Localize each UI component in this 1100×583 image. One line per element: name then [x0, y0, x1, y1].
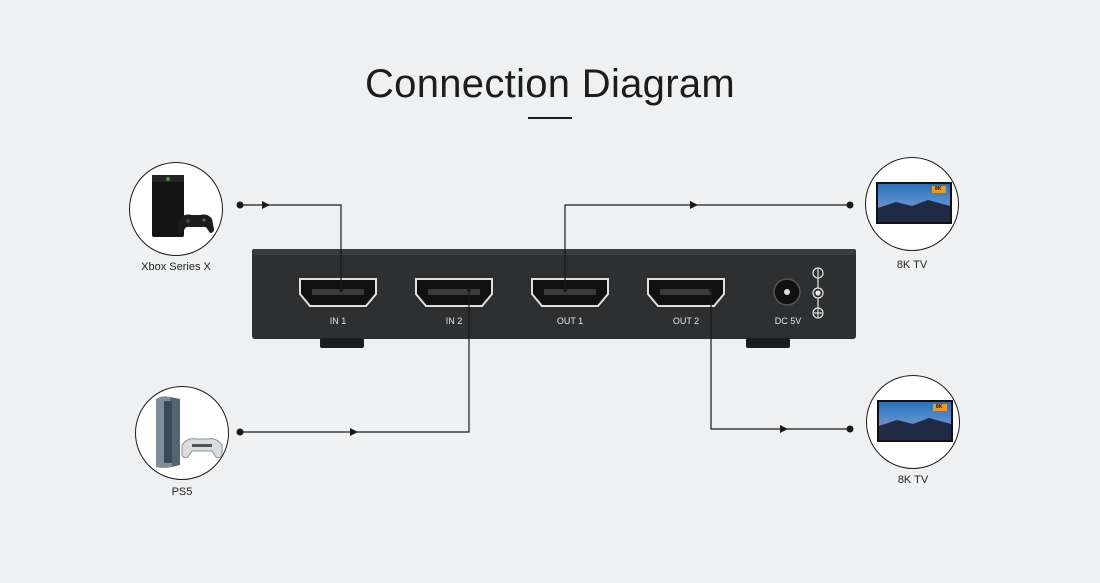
tv1-device-circle — [865, 157, 959, 251]
tv-icon — [877, 400, 953, 442]
tv-icon — [876, 182, 952, 224]
tv2-8k-badge: 8K — [936, 404, 943, 410]
port-label-in1: IN 1 — [329, 316, 347, 326]
xbox-label: Xbox Series X — [141, 261, 211, 273]
line-xbox-to-in1 — [240, 204, 342, 290]
polarity-symbol — [812, 267, 824, 319]
arrow-right-icon — [780, 425, 788, 433]
arrow-right-icon — [350, 428, 358, 436]
port-label-in2: IN 2 — [445, 316, 463, 326]
ps5-label: PS5 — [171, 486, 193, 498]
line-out1-to-tv1 — [564, 204, 850, 290]
arrowheads — [262, 201, 788, 436]
page-title: Connection Diagram — [364, 62, 736, 106]
xbox-device-circle — [129, 162, 223, 256]
hdmi-port-in1 — [299, 278, 377, 307]
hdmi-port-in2 — [415, 278, 493, 307]
line-ps5-to-in2 — [240, 290, 470, 433]
arrow-right-icon — [262, 201, 270, 209]
xbox-console-icon — [152, 175, 214, 237]
hdmi-port-out2 — [647, 278, 725, 307]
tv2-label: 8K TV — [897, 474, 929, 486]
tv1-label: 8K TV — [896, 259, 928, 271]
connection-lines — [240, 204, 850, 433]
connection-endpoints — [236, 201, 854, 436]
splitter-foot-left — [320, 338, 364, 348]
line-out2-to-tv2 — [710, 290, 850, 430]
title-underline — [528, 117, 572, 119]
tv1-8k-badge: 8K — [935, 186, 942, 192]
tv2-device-circle — [866, 375, 960, 469]
ps5-device-circle — [135, 386, 229, 480]
arrow-right-icon — [690, 201, 698, 209]
hdmi-port-out1 — [531, 278, 609, 307]
ps5-console-icon — [156, 396, 223, 468]
splitter-foot-right — [746, 338, 790, 348]
port-label-dc: DC 5V — [774, 316, 802, 326]
port-label-out1: OUT 1 — [556, 316, 584, 326]
port-label-out2: OUT 2 — [672, 316, 700, 326]
dc-power-jack — [773, 278, 801, 306]
